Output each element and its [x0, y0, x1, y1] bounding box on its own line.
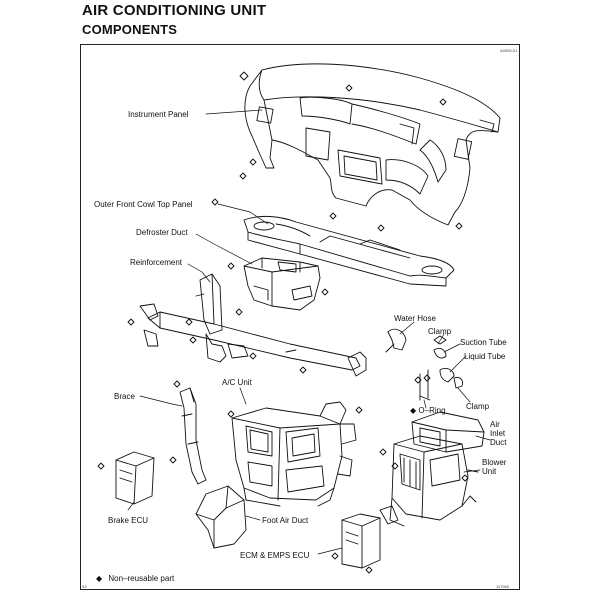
label-o-ring: ◆ O–Ring: [410, 406, 446, 415]
page-subtitle: COMPONENTS: [82, 22, 178, 37]
label-o-ring-text: O–Ring: [418, 406, 446, 415]
diagram-frame: [80, 44, 520, 590]
label-brace: Brace: [114, 392, 135, 401]
legend-diamond-icon: ◆: [96, 574, 103, 583]
reinforcement-part: [128, 274, 366, 376]
brake-ecu-part: [98, 452, 154, 504]
brace-part: [170, 381, 206, 484]
page-title: AIR CONDITIONING UNIT: [82, 2, 267, 19]
callout-leader-lines: [128, 110, 490, 554]
defroster-duct-part: [228, 258, 328, 310]
label-suction-tube: Suction Tube: [460, 338, 507, 347]
outer-front-cowl-top-panel-part: [244, 213, 462, 286]
legend-text: Non–reusable part: [108, 574, 175, 583]
label-clamp-lower: Clamp: [466, 402, 490, 411]
label-defroster-duct: Defroster Duct: [136, 228, 188, 237]
foot-air-duct-part: [196, 486, 246, 548]
instrument-panel-part: [212, 64, 500, 225]
label-brake-ecu: Brake ECU: [108, 516, 149, 525]
label-blower-unit: Blower Unit: [482, 458, 507, 476]
page-reference: 53: [82, 584, 87, 589]
air-inlet-duct-part: [412, 412, 484, 452]
label-clamp-upper: Clamp: [428, 327, 452, 336]
corner-code: A0005-01: [500, 48, 518, 53]
label-outer-front-cowl-top-panel: Outer Front Cowl Top Panel: [94, 200, 193, 209]
legend: ◆ Non–reusable part: [96, 574, 174, 583]
ac-unit-part: [228, 402, 362, 506]
blower-unit-part: [380, 436, 478, 526]
water-hose-and-tubes-part: [386, 329, 463, 400]
label-water-hose: Water Hose: [394, 314, 436, 323]
label-ecm-emps-ecu: ECM & EMPS ECU: [240, 551, 310, 560]
label-air-inlet-duct: Air Inlet Duct: [490, 420, 507, 447]
label-ac-unit: A/C Unit: [222, 378, 252, 387]
label-foot-air-duct: Foot Air Duct: [262, 516, 309, 525]
label-reinforcement: Reinforcement: [130, 258, 183, 267]
label-instrument-panel: Instrument Panel: [128, 110, 189, 119]
label-liquid-tube: Liquid Tube: [464, 352, 506, 361]
ecm-emps-ecu-part: [332, 506, 398, 573]
non-reusable-marker-icon: ◆: [410, 406, 417, 415]
figure-id: 117960: [496, 584, 510, 589]
